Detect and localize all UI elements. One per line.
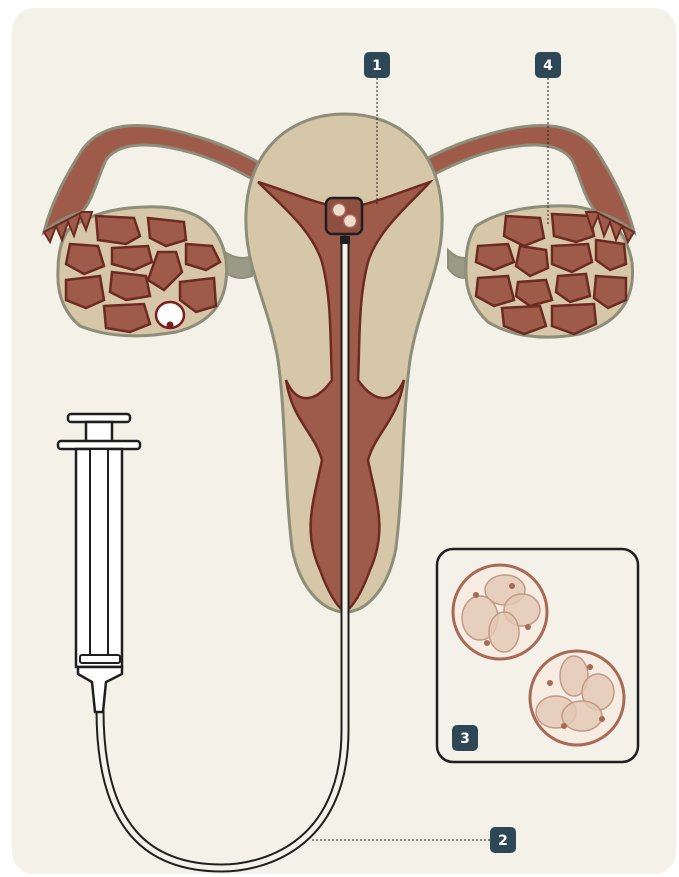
marker-badge-3: 3 [452,725,478,751]
marker-3-label: 3 [460,731,470,747]
marker-4-label: 4 [543,58,553,74]
marker-1-label: 1 [372,58,382,74]
marker-badge-4: 4 [535,52,561,78]
syringe [58,414,140,712]
embryo-cell-b [530,651,624,745]
embryo-placement-box [326,198,362,234]
embryo-cell-a [453,565,547,659]
marker-2-label: 2 [498,833,508,849]
marker-badge-2: 2 [490,827,516,853]
marker-badge-1: 1 [364,52,390,78]
